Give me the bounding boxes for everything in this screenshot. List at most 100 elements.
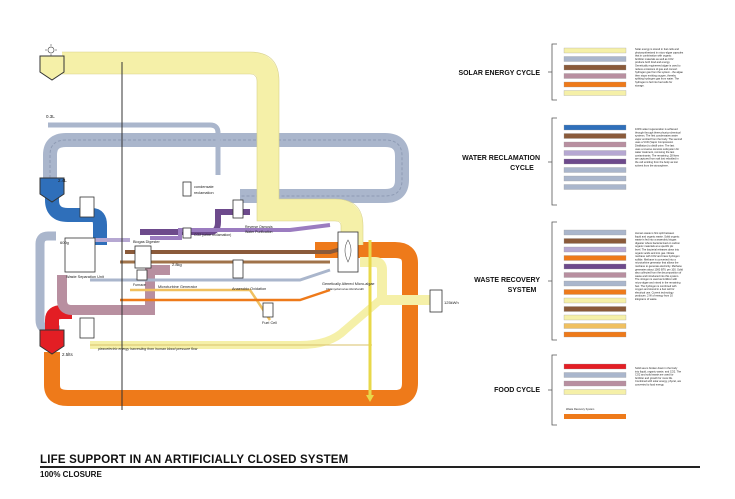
legend-title: WASTE RECOVERY bbox=[474, 277, 540, 284]
human-box-top bbox=[79, 196, 95, 218]
legend-swatch bbox=[563, 255, 627, 261]
legend-swatches bbox=[563, 47, 627, 96]
legend-swatch bbox=[563, 184, 627, 190]
purple-pipe-2 bbox=[150, 223, 331, 240]
legend-swatch bbox=[563, 141, 627, 148]
legend-title: SOLAR ENERGY CYCLE bbox=[458, 70, 540, 77]
legend-food: FOOD CYCLE Waste Recovery System Solid s… bbox=[494, 354, 682, 426]
solar-collector bbox=[39, 55, 65, 81]
furnace-label: Furnace bbox=[133, 283, 146, 287]
reclamation-label: reclamation bbox=[194, 191, 214, 195]
water-upper-loop-dash bbox=[49, 139, 403, 197]
legend-swatches bbox=[563, 363, 627, 395]
flow-label-25lts: 2.5lts bbox=[62, 352, 74, 357]
solar-pipe bbox=[62, 52, 363, 245]
algae-leaf-icon bbox=[344, 239, 352, 263]
legend-title-2: CYCLE bbox=[510, 165, 534, 172]
legend-swatch bbox=[563, 124, 627, 131]
red-pipe bbox=[45, 305, 72, 335]
page-title: LIFE SUPPORT IN AN ARTIFICIALLY CLOSED S… bbox=[40, 454, 349, 466]
thin-flow-gray bbox=[90, 268, 331, 282]
food-collector bbox=[39, 329, 65, 355]
algae-label: Genetically Altered Micro-algae bbox=[322, 282, 375, 286]
co2-box bbox=[182, 227, 192, 239]
energy-box bbox=[429, 289, 443, 313]
legend-swatches bbox=[563, 124, 627, 190]
legend-swatch bbox=[563, 238, 627, 244]
legend-swatch bbox=[563, 363, 627, 370]
condensate-label: condensate bbox=[194, 185, 214, 189]
legend-solar: SOLAR ENERGY CYCLE Solar energy is store… bbox=[458, 43, 684, 101]
flow-label-03: 0.3L bbox=[46, 114, 55, 119]
legend-swatch bbox=[563, 158, 627, 165]
flow-label-24: 2.4L bbox=[58, 178, 67, 183]
page-subtitle: 100% CLOSURE bbox=[40, 470, 102, 479]
legend-swatch bbox=[563, 73, 627, 79]
waste-recovery-system-label: Waste Recovery System bbox=[566, 407, 594, 411]
legend-swatches bbox=[563, 229, 627, 338]
legend-swatch bbox=[563, 56, 627, 62]
co2-label: CO2 (urine reclamation) bbox=[194, 233, 231, 237]
legend-bracket bbox=[548, 43, 557, 101]
anaerobic-box bbox=[232, 259, 244, 279]
sun-icon bbox=[45, 44, 57, 56]
legend-description: Solar energy is stored in fuel cells and… bbox=[635, 47, 684, 87]
legend-swatch bbox=[563, 323, 627, 329]
waste-separation-label: Waste Separation Unit bbox=[66, 275, 105, 279]
solar-pipe-edge bbox=[62, 51, 364, 245]
legend-swatch bbox=[563, 90, 627, 96]
legend-swatch bbox=[563, 289, 627, 295]
legend-swatch bbox=[563, 150, 627, 156]
algae-sub-label: Chlamydomonas Reinhardtii bbox=[326, 287, 364, 291]
waste-separation-box bbox=[64, 237, 96, 273]
human-box-bottom bbox=[79, 317, 95, 339]
legend-swatch bbox=[563, 280, 627, 287]
biogas-box bbox=[134, 245, 152, 269]
legend-swatch bbox=[563, 380, 627, 387]
solar-to-energy bbox=[360, 257, 430, 305]
algae-box bbox=[337, 231, 359, 273]
legend-swatch bbox=[563, 81, 627, 88]
legend-swatch bbox=[563, 314, 627, 321]
legend-title-2: SYSTEM bbox=[508, 287, 537, 294]
legend-swatch bbox=[563, 47, 627, 54]
microturbine-label: Microturbine Generator bbox=[158, 285, 198, 289]
legend-swatch bbox=[563, 167, 627, 173]
legend-water: WATER RECLAMATION CYCLE 100% water regen… bbox=[462, 117, 683, 206]
legend-swatch bbox=[563, 272, 627, 278]
water-collector bbox=[39, 177, 65, 203]
yellow-arrow bbox=[366, 395, 374, 402]
reverse-osmosis-box bbox=[232, 199, 244, 219]
legend-swatch bbox=[563, 175, 627, 182]
legend-waste: WASTE RECOVERY SYSTEM Human waste is fir… bbox=[474, 221, 683, 341]
legend-bracket bbox=[548, 221, 557, 341]
legend-swatch bbox=[563, 229, 627, 236]
thin-flow-orange bbox=[120, 288, 331, 302]
legend-swatch bbox=[563, 263, 627, 270]
legend-swatch bbox=[563, 372, 627, 378]
waste-recovery-system-swatch bbox=[564, 414, 626, 419]
water-upper-loop bbox=[43, 133, 409, 203]
flow-label-28kg: 2.8kg bbox=[172, 262, 182, 267]
flow-label-600g: 600g bbox=[60, 240, 69, 245]
anaerobic-label: Anaerobic Oxidation bbox=[232, 287, 266, 291]
legend-title: WATER RECLAMATION bbox=[462, 155, 540, 162]
legend-bracket bbox=[548, 117, 557, 206]
brown-pipe-1 bbox=[125, 246, 346, 254]
energy-label: 125kWh bbox=[444, 300, 459, 305]
legend-swatch bbox=[563, 246, 627, 253]
piezo-label: piezoelectric energy harvesting from hum… bbox=[97, 347, 198, 351]
furnace-box bbox=[136, 269, 148, 281]
water-thin-top bbox=[48, 122, 221, 175]
legend-swatch bbox=[563, 389, 627, 395]
legend-title: FOOD CYCLE bbox=[494, 387, 540, 394]
water-purification-label: Water Purification bbox=[245, 230, 273, 234]
legend-swatch bbox=[563, 306, 627, 312]
legend-swatch bbox=[563, 297, 627, 304]
mauve-pipe bbox=[57, 265, 170, 315]
waste-loop bbox=[44, 242, 418, 406]
fuel-cell-box bbox=[262, 302, 274, 318]
